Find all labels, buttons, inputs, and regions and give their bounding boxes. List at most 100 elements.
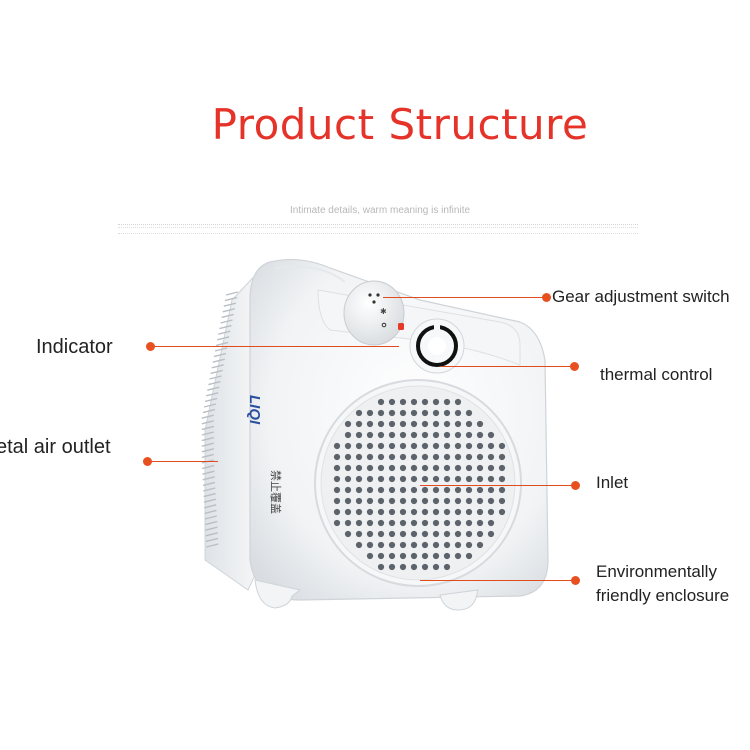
grill-hole (399, 563, 407, 571)
fin (202, 470, 215, 475)
thermal-control-knob (409, 318, 465, 374)
fin (221, 313, 234, 319)
grill-hole (421, 486, 429, 494)
grill-hole (421, 563, 429, 571)
grill-hole (454, 420, 462, 428)
grill-hole (388, 541, 396, 549)
grill-hole (366, 541, 374, 549)
thermal-callout-dot (570, 362, 579, 371)
grill-hole (421, 453, 429, 461)
grill-hole (498, 508, 506, 516)
grill-hole (344, 464, 352, 472)
fin (201, 464, 215, 470)
grill-hole (399, 453, 407, 461)
indicator-light (398, 323, 404, 330)
grill-hole (421, 497, 429, 505)
grill-hole (476, 508, 484, 516)
fin (204, 397, 218, 403)
enclosure-label-line2: friendly enclosure (596, 586, 730, 605)
grill-hole (487, 431, 495, 439)
grill-hole (476, 530, 484, 538)
grill-hole (410, 541, 418, 549)
grill-hole (344, 497, 352, 505)
grill-hole (377, 486, 385, 494)
grill-hole (399, 497, 407, 505)
thermal-control-label: thermal control (600, 365, 713, 384)
grill-hole (432, 497, 440, 505)
fin (202, 481, 216, 487)
grill-hole (476, 453, 484, 461)
grill-hole (366, 486, 374, 494)
grill-hole (498, 475, 506, 483)
grill-hole (388, 464, 396, 472)
grill-hole (465, 486, 473, 494)
grill-hole (366, 519, 374, 527)
fin (217, 336, 230, 341)
grill-hole (421, 398, 429, 406)
grill-hole (399, 530, 407, 538)
grill-hole (421, 530, 429, 538)
grill-hole (377, 398, 385, 406)
fin (204, 504, 217, 509)
air-outlet-callout-line (148, 461, 218, 462)
grill-hole (465, 420, 473, 428)
grill-hole (454, 541, 462, 549)
grill-hole (476, 497, 484, 505)
grill-hole (432, 552, 440, 560)
grill-hole (366, 508, 374, 516)
fin (212, 358, 225, 363)
grill-hole (410, 442, 418, 450)
enclosure-callout-dot (571, 576, 580, 585)
grill-hole (454, 464, 462, 472)
grill-hole (476, 541, 484, 549)
grill-hole (388, 552, 396, 560)
grill-hole (432, 453, 440, 461)
fin (205, 532, 218, 537)
grill-hole (432, 420, 440, 428)
grill-hole (377, 519, 385, 527)
grill-hole (366, 420, 374, 428)
grill-hole (377, 552, 385, 560)
grill-hole (432, 563, 440, 571)
indicator-callout-dot (146, 342, 155, 351)
grill-hole (421, 541, 429, 549)
fin (225, 291, 239, 296)
grill-hole (465, 464, 473, 472)
left-foot (254, 579, 302, 609)
grill-hole (465, 453, 473, 461)
grill-hole (443, 508, 451, 516)
grill-hole (443, 497, 451, 505)
warning-text: 禁止覆盖 (269, 470, 283, 514)
fin (204, 520, 218, 526)
grill-hole (476, 442, 484, 450)
grill-hole (421, 431, 429, 439)
grill-hole (366, 453, 374, 461)
fin (203, 492, 216, 498)
fin (204, 509, 217, 515)
grill-hole (344, 519, 352, 527)
grill-hole (465, 508, 473, 516)
fin (201, 436, 214, 442)
grill-hole (476, 431, 484, 439)
grill-hole (410, 497, 418, 505)
fin (215, 341, 229, 347)
grill-hole (366, 530, 374, 538)
grill-hole (487, 508, 495, 516)
grill-hole (498, 497, 506, 505)
fin (201, 420, 214, 425)
grill-hole (465, 442, 473, 450)
fin (206, 392, 219, 397)
fin (213, 352, 227, 358)
grill-hole (410, 530, 418, 538)
grill-hole (344, 508, 352, 516)
gear-adjustment-knob: ✱ (343, 280, 405, 346)
grill-hole (498, 453, 506, 461)
grill-hole (355, 475, 363, 483)
grill-hole (487, 453, 495, 461)
grill-hole (399, 475, 407, 483)
grill-hole (399, 398, 407, 406)
grill-hole (344, 442, 352, 450)
metal-air-outlet-fins (201, 291, 239, 548)
fin (201, 414, 214, 419)
grill-hole (432, 431, 440, 439)
